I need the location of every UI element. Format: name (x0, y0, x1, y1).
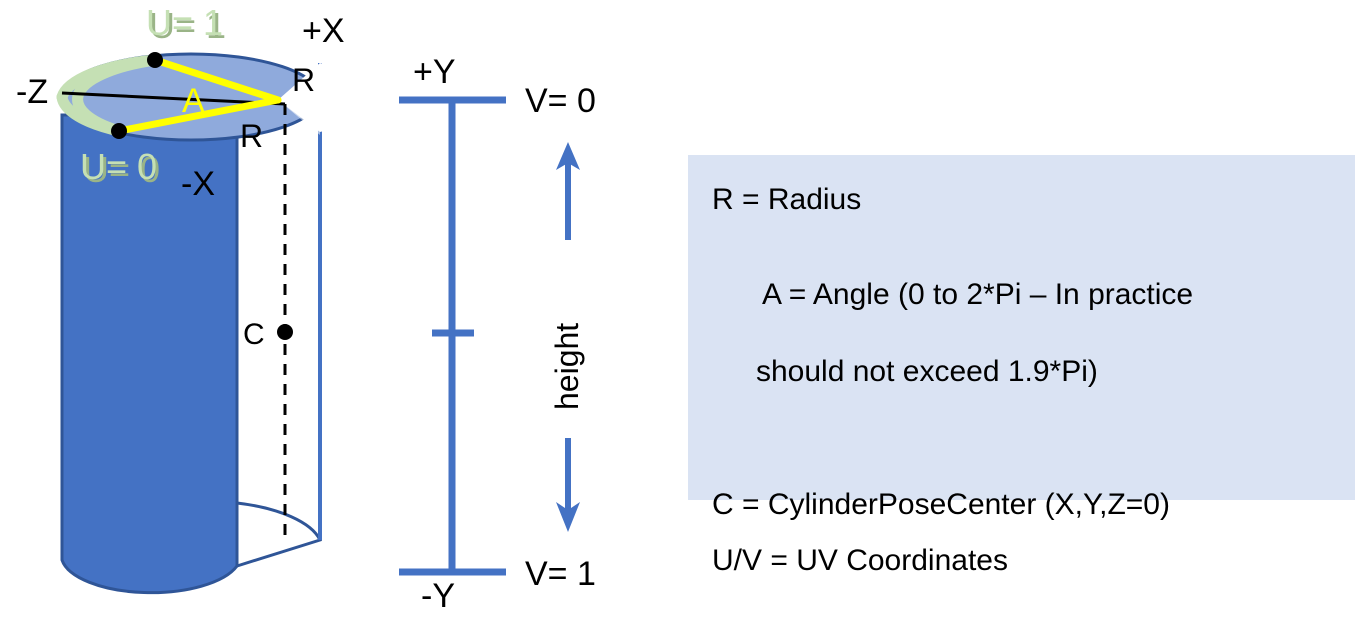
radius-line-to-u1 (151, 56, 282, 104)
u-max-label: U= 1 (146, 2, 223, 43)
radius-line-to-u0 (115, 96, 282, 135)
cylinder-body-front (60, 113, 239, 595)
center-label: C (243, 318, 265, 351)
axis-label-minus-z: -Z (16, 73, 48, 111)
radius-label-top: R (292, 62, 315, 98)
cylinder-center-point-dot (277, 324, 293, 340)
u-min-label-shadow: U= 0 (83, 149, 160, 190)
height-arrow-down-head (556, 502, 580, 532)
height-axis-label-minus-y: -Y (421, 577, 455, 615)
legend-row-angle-line1: A = Angle (0 to 2*Pi – In practice (762, 277, 1194, 311)
u0-point-dot (111, 123, 127, 139)
legend-row-radius: R = Radius (712, 183, 862, 216)
legend-row-uv: U/V = UV Coordinates (712, 544, 1008, 578)
uv-u-arc-upper (56, 54, 161, 103)
legend-row-angle: A = Angle (0 to 2*Pi – In practice shoul… (712, 237, 1355, 467)
u-min-label: U= 0 (80, 146, 157, 187)
u1-point-dot (147, 52, 163, 68)
axis-label-plus-x: +X (302, 12, 345, 50)
v-min-label: V= 0 (525, 82, 596, 120)
angle-label: A (182, 82, 205, 120)
legend-row-angle-line2: should not exceed 1.9*Pi) (756, 354, 1098, 388)
diameter-reference-line (61, 91, 286, 106)
radius-label-bottom: R (240, 118, 263, 154)
height-arrow-up-head (556, 142, 580, 170)
legend-row-center: C = CylinderPoseCenter (X,Y,Z=0) (712, 487, 1170, 521)
height-axis-label: height (549, 323, 585, 410)
height-axis-label-plus-y: +Y (413, 53, 456, 91)
axis-label-minus-x: -X (181, 165, 215, 203)
v-max-label: V= 1 (525, 555, 596, 593)
legend-panel: R = Radius A = Angle (0 to 2*Pi – In pra… (688, 155, 1355, 577)
u-max-label-shadow: U= 1 (149, 5, 226, 46)
cylinder-bottom-cut-face (235, 501, 323, 569)
cylinder-top-notch (278, 63, 320, 135)
